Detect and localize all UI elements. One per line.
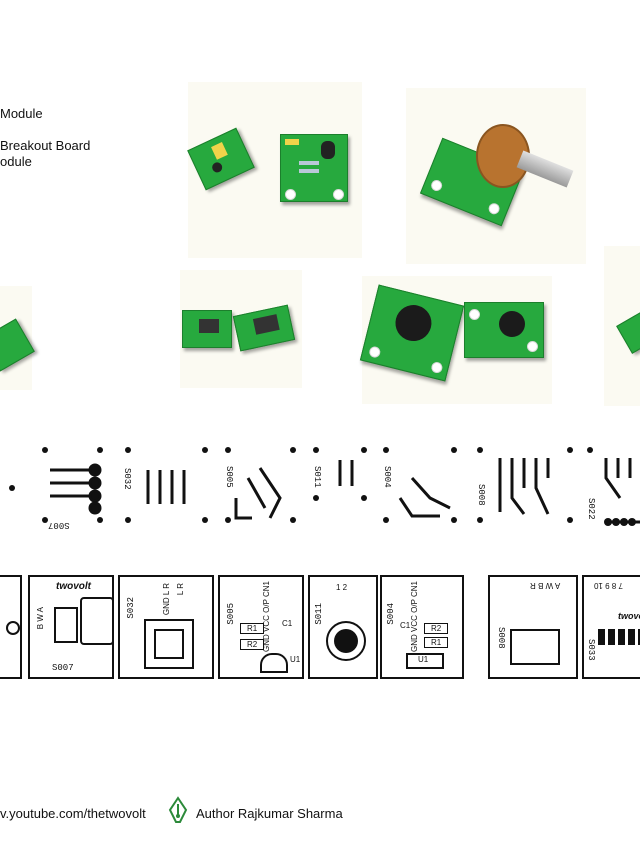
partial-right-board bbox=[616, 310, 640, 354]
pcb-label-s008: S008 bbox=[476, 484, 486, 506]
pin-labels-2: L R bbox=[176, 583, 185, 596]
pin-labels: 7 8 9 10 bbox=[594, 581, 623, 590]
audio-jack-component bbox=[199, 319, 219, 333]
schematic-card-s032[interactable]: GND L R L R S032 bbox=[118, 575, 214, 679]
mic-board-right bbox=[464, 302, 544, 358]
brand-label: twovolt bbox=[56, 581, 91, 592]
microphone-photo bbox=[359, 276, 552, 404]
pcb-label-s005: S005 bbox=[224, 466, 234, 488]
partial-board bbox=[0, 318, 35, 372]
resistor-r2: R2 bbox=[240, 639, 265, 650]
pcb-label-s032: S032 bbox=[122, 468, 132, 490]
pcb-label-s011: S011 bbox=[312, 466, 322, 488]
schematic-card-s007[interactable]: twovolt B W A S007 bbox=[28, 575, 114, 679]
mic-outline bbox=[326, 621, 366, 661]
board-code: S004 bbox=[386, 603, 396, 625]
mount-hole bbox=[469, 309, 480, 320]
mount-hole bbox=[333, 189, 344, 200]
resistor-component bbox=[299, 169, 319, 173]
mount-hole bbox=[430, 360, 444, 375]
capacitor-c1: C1 bbox=[282, 619, 293, 628]
board-code: S033 bbox=[586, 639, 596, 661]
potentiometer-photo bbox=[406, 88, 586, 264]
ic-outline bbox=[406, 653, 444, 669]
mic-capsule bbox=[334, 629, 358, 653]
brand-label: twovolt bbox=[618, 611, 640, 621]
pin-labels: B W A bbox=[36, 607, 45, 630]
potentiometer-outline bbox=[80, 597, 114, 645]
youtube-link[interactable]: v.youtube.com/thetwovolt bbox=[0, 806, 146, 821]
mount-hole bbox=[429, 178, 444, 193]
mount-hole bbox=[285, 189, 296, 200]
pcb-label-s022: S022 bbox=[586, 498, 596, 520]
schematic-card-s005[interactable]: GND VCC O/P CN1 S005 R1 R2 C1 U1 bbox=[218, 575, 304, 679]
module-text-1: Module bbox=[0, 106, 43, 121]
amp-board-left bbox=[187, 127, 255, 191]
pcb-label-s004: S004 bbox=[382, 466, 392, 488]
ic-u1: U1 bbox=[290, 655, 301, 664]
microphone-component bbox=[391, 301, 436, 345]
jack-inner bbox=[154, 629, 184, 659]
schematic-card-partial bbox=[0, 575, 22, 679]
silkscreen-row: twovolt B W A S007 GND L R L R S032 GND … bbox=[0, 575, 640, 681]
board-code: S007 bbox=[52, 663, 74, 673]
mount-hole bbox=[6, 621, 20, 635]
pcb-label-s007: S007 bbox=[48, 520, 70, 530]
header-component bbox=[285, 139, 299, 145]
resistor-component bbox=[299, 161, 319, 165]
resistor-r1: R1 bbox=[424, 637, 449, 648]
schematic-card-s008[interactable]: A W B R S008 bbox=[488, 575, 578, 679]
pcb-layouts-svg bbox=[9, 447, 640, 526]
resistor-r1: R1 bbox=[240, 623, 265, 634]
breakout-board-text: Breakout Board bbox=[0, 138, 91, 153]
mount-hole bbox=[486, 201, 502, 216]
schematic-card-s011[interactable]: 1 2 S011 bbox=[308, 575, 378, 679]
pen-nib-logo-icon bbox=[166, 796, 190, 826]
author-credit: Author Rajkumar Sharma bbox=[196, 806, 343, 821]
mic-board-left bbox=[359, 284, 465, 382]
board-code: S032 bbox=[126, 597, 136, 619]
pin-labels: 1 2 bbox=[336, 583, 348, 592]
board-code: S008 bbox=[496, 627, 506, 649]
capacitor-component bbox=[210, 160, 224, 175]
jack-outline bbox=[144, 619, 194, 669]
microphone-component bbox=[499, 311, 525, 337]
pot-footprint bbox=[510, 629, 560, 665]
partial-right-photo bbox=[604, 246, 640, 406]
ic-u1: U1 bbox=[418, 655, 429, 664]
pin-labels: GND VCC O/P CN1 bbox=[410, 581, 419, 652]
transistor-outline bbox=[260, 653, 288, 673]
partial-board-photo bbox=[0, 286, 35, 390]
capacitor-component bbox=[321, 141, 335, 159]
board-code: S011 bbox=[314, 603, 324, 625]
pin-labels: A W B R bbox=[530, 581, 561, 590]
pin-labels: GND L R bbox=[162, 583, 171, 616]
audio-jack-component bbox=[252, 314, 280, 335]
mount-hole bbox=[527, 341, 538, 352]
amp-modules-photo bbox=[187, 82, 362, 258]
resistor-r2: R2 bbox=[424, 623, 449, 634]
led-bar-footprint bbox=[598, 629, 640, 645]
jack-board-left bbox=[182, 310, 232, 348]
capacitor-c1: C1 bbox=[400, 621, 411, 630]
schematic-card-s033[interactable]: 7 8 9 10 twovolt S033 bbox=[582, 575, 640, 679]
schematic-card-s004[interactable]: GND VCC O/P CN1 S004 R2 R1 C1 U1 bbox=[380, 575, 464, 679]
jack-board-right bbox=[232, 304, 296, 352]
pot-shaft bbox=[516, 150, 574, 188]
trimmer-component bbox=[211, 142, 228, 160]
pcb-layout-row: S007 S032 S005 S011 S004 S008 S022 bbox=[0, 438, 640, 538]
board-code: S005 bbox=[226, 603, 236, 625]
module-text-2: odule bbox=[0, 154, 32, 169]
mount-hole bbox=[368, 345, 382, 359]
audio-jack-photo bbox=[180, 270, 302, 388]
amp-board-right bbox=[280, 134, 348, 202]
connector-outline bbox=[54, 607, 78, 643]
